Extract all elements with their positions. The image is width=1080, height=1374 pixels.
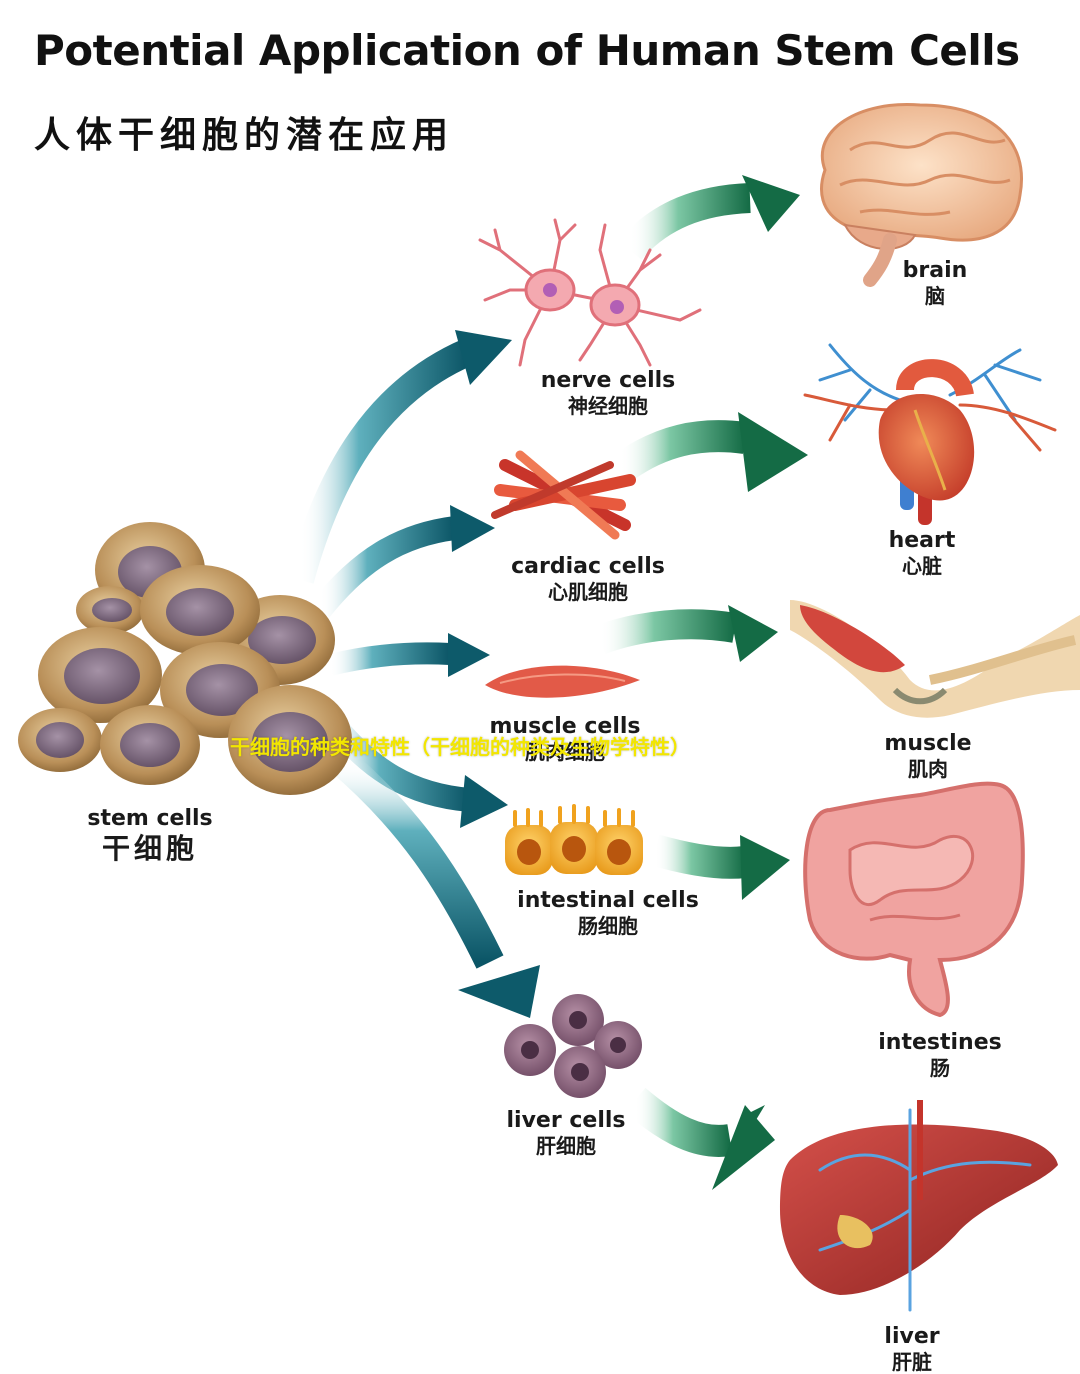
stem-cells-illustration bbox=[18, 522, 352, 795]
arrow-stem-to-liver bbox=[330, 748, 540, 1018]
nerve-cells-label-zh: 神经细胞 bbox=[568, 394, 648, 419]
intestinal-cells-illustration bbox=[505, 804, 643, 875]
heart-label-en: heart bbox=[888, 528, 956, 553]
liver-cells-illustration bbox=[504, 994, 642, 1098]
liver-cells-label-zh: 肝细胞 bbox=[536, 1134, 596, 1159]
nerve-cells-illustration bbox=[478, 218, 702, 367]
heart-label: heart 心脏 bbox=[889, 528, 956, 578]
arrow-nerve-to-brain bbox=[618, 175, 800, 261]
intestines-label-en: intestines bbox=[878, 1030, 1002, 1055]
overlay-caption: 干细胞的种类和特性（干细胞的种类及生物学特性） bbox=[230, 735, 690, 759]
stem-cells-label-en: stem cells bbox=[87, 806, 213, 831]
intestines-label: intestines 肠 bbox=[878, 1030, 1001, 1080]
muscle-cells-label: muscle cells 肌肉细胞 bbox=[490, 714, 641, 764]
intestines-illustration bbox=[803, 781, 1025, 1018]
intestinal-cells-label-zh: 肠细胞 bbox=[577, 914, 638, 939]
muscle-organ-illustration bbox=[790, 600, 1080, 718]
intestinal-cells-label: intestinal cells 肠细胞 bbox=[517, 888, 699, 938]
arrow-cardiac-to-heart bbox=[610, 412, 808, 492]
cardiac-cells-illustration bbox=[491, 450, 636, 540]
stem-cells-label-zh: 干细胞 bbox=[101, 832, 199, 866]
arrow-stem-to-nerve bbox=[286, 330, 512, 584]
muscle-cells-illustration bbox=[485, 665, 640, 698]
liver-label: liver 肝脏 bbox=[884, 1324, 939, 1374]
intestinal-cells-label-en: intestinal cells bbox=[517, 888, 699, 913]
liver-cells-label-en: liver cells bbox=[506, 1108, 626, 1133]
muscle-label-zh: 肌肉 bbox=[908, 757, 948, 782]
brain-label-en: brain bbox=[902, 258, 968, 283]
stem-cells-label: stem cells 干细胞 bbox=[87, 806, 212, 866]
liver-illustration bbox=[780, 1100, 1058, 1312]
intestines-label-zh: 肠 bbox=[929, 1056, 950, 1081]
heart-label-zh: 心脏 bbox=[901, 554, 942, 579]
cardiac-cells-label-zh: 心肌细胞 bbox=[548, 580, 628, 605]
muscle-cells-label-en: muscle cells bbox=[489, 714, 641, 739]
arrow-stem-to-cardiac bbox=[310, 505, 495, 618]
liver-cells-label: liver cells 肝细胞 bbox=[507, 1108, 626, 1158]
cardiac-cells-label: cardiac cells 心肌细胞 bbox=[511, 554, 665, 604]
page-subtitle: 人体干细胞的潜在应用 bbox=[34, 115, 455, 156]
liver-label-en: liver bbox=[884, 1324, 940, 1349]
arrow-intestinal-to-intestines bbox=[650, 834, 790, 900]
liver-label-zh: 肝脏 bbox=[891, 1350, 932, 1374]
page-title: Potential Application of Human Stem Cell… bbox=[34, 26, 1020, 75]
muscle-label-en: muscle bbox=[884, 731, 972, 756]
heart-illustration bbox=[803, 343, 1057, 525]
nerve-cells-label-en: nerve cells bbox=[540, 368, 676, 393]
arrow-liver-to-liver bbox=[624, 1087, 775, 1190]
muscle-cells-label-zh: 肌肉细胞 bbox=[524, 740, 605, 765]
brain-illustration bbox=[820, 102, 1023, 287]
arrow-muscle-to-muscle bbox=[594, 605, 778, 662]
muscle-label: muscle 肌肉 bbox=[884, 731, 971, 781]
nerve-cells-label: nerve cells 神经细胞 bbox=[541, 368, 676, 418]
brain-label-zh: 脑 bbox=[925, 284, 945, 309]
cardiac-cells-label-en: cardiac cells bbox=[511, 554, 665, 579]
arrow-stem-to-muscle bbox=[327, 633, 490, 677]
brain-label: brain 脑 bbox=[903, 258, 968, 308]
